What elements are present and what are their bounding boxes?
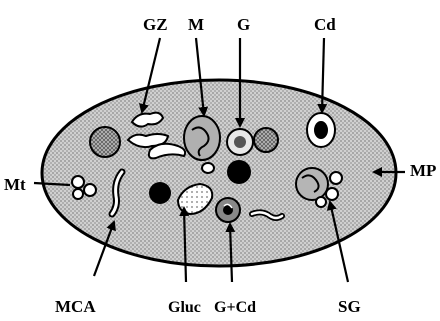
cd-organelle (307, 113, 335, 147)
granule-organelle (227, 129, 253, 155)
label-sg: SG (338, 297, 361, 316)
cell-membrane (42, 80, 396, 266)
label-gz: GZ (143, 15, 168, 34)
mitochondrion-organelle (184, 116, 220, 160)
label-mp: MP (410, 161, 436, 180)
dense-granule-organelle (90, 127, 120, 157)
label-gluc: Gluc (168, 299, 201, 316)
label-m: M (188, 15, 204, 34)
dense-body-left (149, 182, 171, 204)
label-mt: Mt (4, 175, 26, 194)
label-cd: Cd (314, 15, 336, 34)
small-granule (202, 163, 214, 173)
label-g-cd: G+Cd (214, 299, 256, 316)
g-cd-organelle (216, 198, 240, 222)
label-mca: MCA (55, 297, 96, 316)
label-g: G (237, 15, 250, 34)
granule-organelle-2 (254, 128, 278, 152)
dense-body-center (227, 160, 251, 184)
mitochondrion-organelle-right (296, 168, 328, 200)
